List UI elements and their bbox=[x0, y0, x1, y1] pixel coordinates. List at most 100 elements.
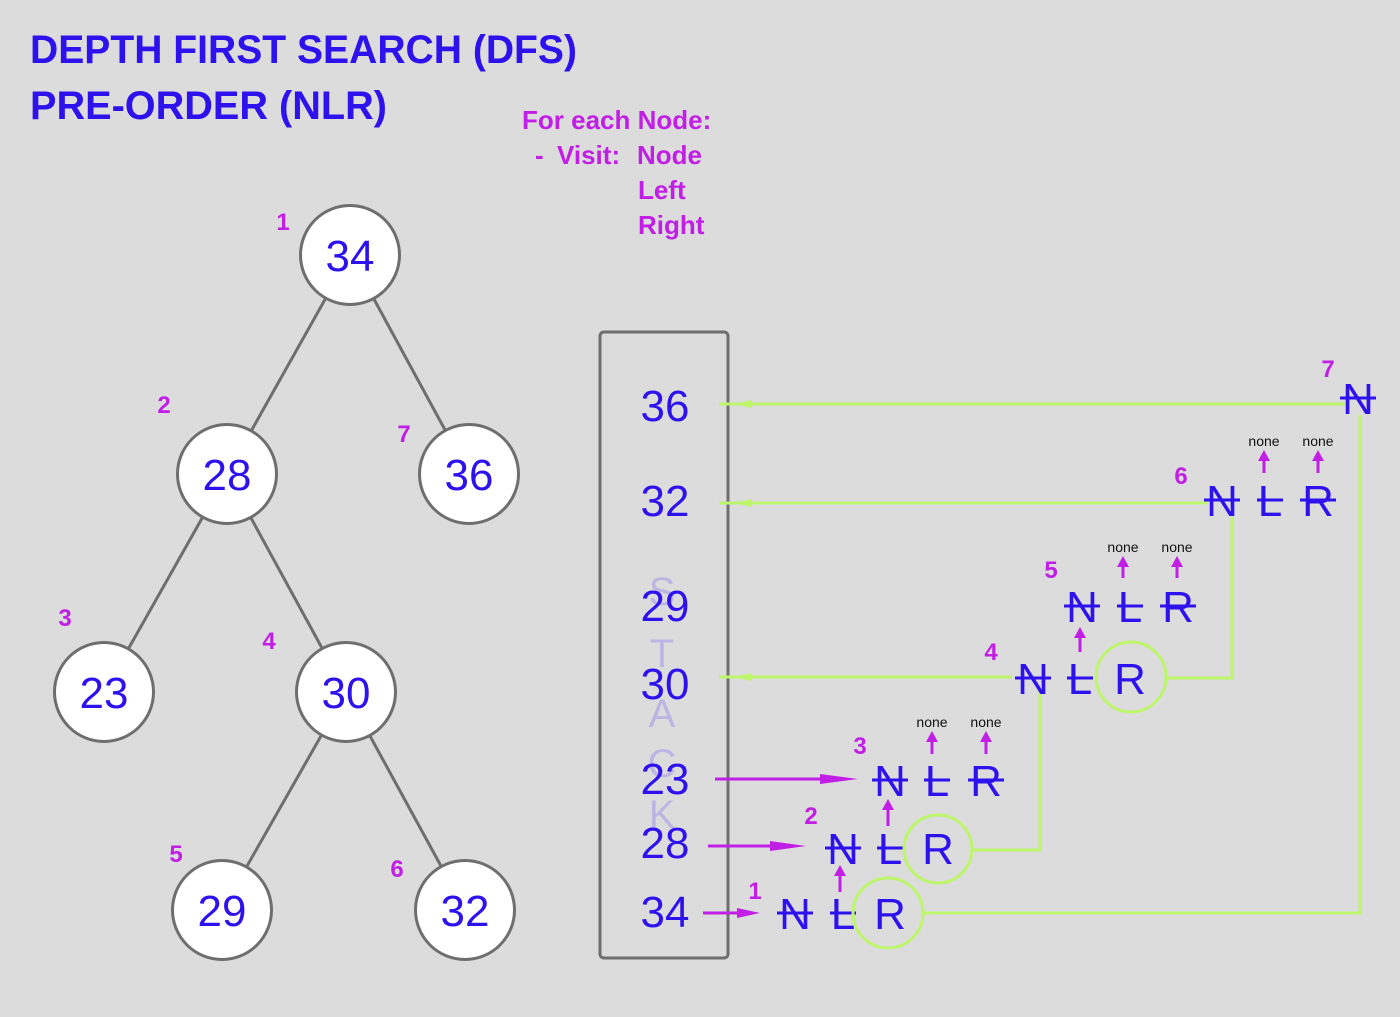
push-arrowhead bbox=[820, 774, 858, 784]
visit-step-1: 1 N L R bbox=[748, 865, 925, 950]
right-child-connector-30-32 bbox=[1166, 517, 1234, 680]
node-visit-order: 5 bbox=[169, 841, 182, 868]
instructions-step-left: Left bbox=[638, 175, 686, 205]
node-circle bbox=[299, 204, 401, 306]
right-none-label: none bbox=[1161, 539, 1192, 555]
stack-item: 28 bbox=[641, 819, 690, 868]
node-visit-order: 6 bbox=[390, 856, 403, 883]
pending-right-circle bbox=[902, 813, 974, 885]
node-circle bbox=[53, 641, 155, 743]
instructions-heading: For each Node: bbox=[522, 105, 711, 135]
right-none-arrowhead bbox=[1312, 450, 1324, 461]
letter-r: R bbox=[874, 890, 906, 939]
left-child-arrowhead bbox=[1074, 627, 1086, 638]
left-none-arrowhead bbox=[1117, 556, 1129, 567]
node-circle bbox=[414, 859, 516, 961]
return-arrowhead bbox=[733, 673, 752, 681]
tree-node-30: 30 4 bbox=[262, 628, 397, 743]
push-arrows bbox=[703, 774, 858, 918]
title-block: DEPTH FIRST SEARCH (DFS) PRE-ORDER (NLR) bbox=[30, 28, 577, 128]
stack-watermark-letter: C bbox=[648, 742, 677, 786]
step-order-label: 6 bbox=[1174, 463, 1187, 490]
node-value: 28 bbox=[203, 451, 252, 500]
traversal-steps: 1 N L R 2 N L R 3 N bbox=[748, 356, 1376, 950]
right-child-connector-34-36 bbox=[923, 415, 1362, 915]
instructions-block: For each Node: - Visit: Node Left Right bbox=[522, 105, 711, 240]
stack-item: 34 bbox=[641, 888, 690, 937]
left-none-label: none bbox=[1107, 539, 1138, 555]
stack-items: 36 32 29 30 23 28 34 bbox=[641, 382, 690, 937]
left-none-label: none bbox=[916, 714, 947, 730]
return-arrowhead bbox=[733, 400, 752, 408]
stack-item: 30 bbox=[641, 660, 690, 709]
stack-watermark-letter: K bbox=[649, 793, 676, 837]
tree-node-34: 34 1 bbox=[276, 204, 401, 306]
return-links bbox=[719, 400, 1362, 915]
pending-right-circle bbox=[851, 876, 925, 950]
node-value: 34 bbox=[326, 232, 375, 281]
stack-item: 29 bbox=[641, 582, 690, 631]
step-order-label: 4 bbox=[984, 639, 998, 666]
node-value: 29 bbox=[198, 887, 247, 936]
node-visit-order: 7 bbox=[397, 421, 410, 448]
right-none-label: none bbox=[1302, 433, 1333, 449]
left-none-arrowhead bbox=[1258, 450, 1270, 461]
letter-r: R bbox=[922, 825, 954, 874]
node-value: 32 bbox=[441, 887, 490, 936]
step-order-label: 3 bbox=[853, 733, 866, 760]
node-circle bbox=[171, 859, 273, 961]
tree-nodes: 34 1 28 2 36 7 23 3 30 4 29 5 bbox=[53, 204, 520, 961]
left-child-arrowhead bbox=[882, 799, 894, 810]
tree-node-28: 28 2 bbox=[157, 392, 278, 525]
title-line-2: PRE-ORDER (NLR) bbox=[30, 84, 387, 128]
title-line-1: DEPTH FIRST SEARCH (DFS) bbox=[30, 28, 577, 72]
tree-edges bbox=[102, 254, 471, 911]
step-order-label: 5 bbox=[1044, 557, 1057, 584]
node-visit-order: 4 bbox=[262, 628, 276, 655]
node-circle bbox=[418, 423, 520, 525]
step-order-label: 7 bbox=[1321, 356, 1334, 383]
right-none-label: none bbox=[970, 714, 1001, 730]
left-none-arrowhead bbox=[926, 731, 938, 742]
step-order-label: 1 bbox=[748, 878, 761, 905]
visit-step-7: 7 N bbox=[1321, 356, 1376, 424]
right-none-arrowhead bbox=[1171, 556, 1183, 567]
node-circle bbox=[295, 641, 397, 743]
tree-node-32: 32 6 bbox=[390, 856, 516, 961]
node-visit-order: 1 bbox=[276, 209, 289, 236]
node-value: 23 bbox=[80, 669, 129, 718]
node-value: 36 bbox=[445, 451, 494, 500]
push-arrowhead bbox=[770, 841, 806, 851]
instructions-bullet: - bbox=[535, 140, 544, 170]
stack-watermark-letter: T bbox=[650, 632, 674, 676]
instructions-step-node: Node bbox=[637, 140, 702, 170]
stack-watermark: S T A C K bbox=[648, 570, 677, 837]
step-order-label: 2 bbox=[804, 803, 817, 830]
stack-item: 23 bbox=[641, 755, 690, 804]
left-none-label: none bbox=[1248, 433, 1279, 449]
visit-step-2: 2 N L R bbox=[804, 799, 974, 885]
tree-node-29: 29 5 bbox=[169, 841, 273, 961]
visit-step-6: 6 N L R none none bbox=[1174, 433, 1336, 526]
right-child-connector-28-30 bbox=[972, 690, 1042, 852]
node-value: 30 bbox=[322, 669, 371, 718]
visit-step-3: 3 N L R none none bbox=[853, 714, 1004, 806]
letter-r: R bbox=[1114, 655, 1146, 704]
node-visit-order: 2 bbox=[157, 392, 170, 419]
right-none-arrowhead bbox=[980, 731, 992, 742]
pending-right-circle bbox=[1094, 640, 1168, 714]
stack-item: 36 bbox=[641, 382, 690, 431]
stack-box bbox=[598, 330, 730, 960]
visit-step-5: 5 N L R none none bbox=[1044, 539, 1196, 632]
stack: S T A C K bbox=[598, 330, 730, 960]
tree-node-36: 36 7 bbox=[397, 421, 520, 525]
node-circle bbox=[176, 423, 278, 525]
return-arrowhead bbox=[733, 499, 752, 507]
instructions-visit-label: Visit: bbox=[557, 140, 620, 170]
instructions-step-right: Right bbox=[638, 210, 705, 240]
stack-watermark-letter: A bbox=[649, 692, 676, 736]
stack-item: 32 bbox=[641, 477, 690, 526]
push-arrowhead bbox=[737, 908, 760, 918]
node-visit-order: 3 bbox=[58, 605, 71, 632]
